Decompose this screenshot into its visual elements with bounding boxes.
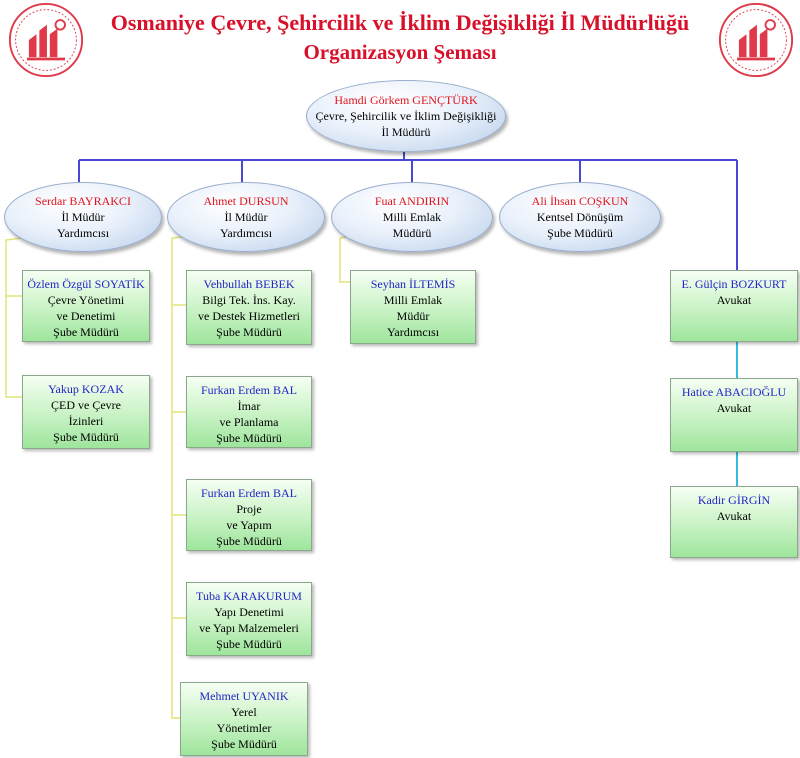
deputy-bayrakci-node: Serdar BAYRAKCI İl Müdür Yardımcısı — [4, 182, 162, 252]
node-name: Ahmet DURSUN — [203, 194, 289, 208]
node-title-line: Müdürü — [392, 226, 432, 240]
unit-name: Tuba KARAKURUM — [196, 589, 302, 603]
unit-title-line: İmar — [237, 399, 261, 413]
unit-cevre-yonetimi: Özlem Özgül SOYATİK Çevre Yönetimi ve De… — [22, 270, 150, 342]
node-title-line: Şube Müdürü — [547, 226, 613, 240]
unit-yapi-denetimi: Tuba KARAKURUM Yapı Denetimi ve Yapı Mal… — [186, 582, 312, 656]
node-title-line: İl Müdür — [224, 210, 268, 224]
unit-name: Mehmet UYANIK — [199, 689, 289, 703]
unit-title-line: ve Yapı Malzemeleri — [199, 621, 299, 635]
unit-title-line: Proje — [236, 502, 262, 516]
unit-milli-emlak-yardimcisi: Seyhan İLTEMİS Milli Emlak Müdür Yardımc… — [350, 270, 476, 344]
director-node: Hamdi Görkem GENÇTÜRK Çevre, Şehircilik … — [306, 80, 506, 152]
ministry-logo-right — [718, 2, 794, 78]
unit-title-line: Şube Müdürü — [216, 325, 282, 339]
unit-title-line: Avukat — [716, 401, 752, 415]
unit-title-line: ve Yapım — [226, 518, 272, 532]
unit-title-line: ÇED ve Çevre — [51, 398, 121, 412]
unit-title-line: Şube Müdürü — [53, 325, 119, 339]
unit-imar-planlama: Furkan Erdem BAL İmar ve Planlama Şube M… — [186, 376, 312, 448]
unit-title-line: Müdür — [396, 309, 430, 323]
page-title: Osmaniye Çevre, Şehircilik ve İklim Deği… — [110, 10, 690, 35]
unit-name: E. Gülçin BOZKURT — [681, 277, 787, 291]
unit-title-line: Yardımcısı — [386, 325, 440, 339]
unit-name: Seyhan İLTEMİS — [370, 277, 456, 291]
unit-name: Vehbullah BEBEK — [203, 277, 295, 291]
unit-name: Furkan Erdem BAL — [201, 383, 297, 397]
unit-proje-yapim: Furkan Erdem BAL Proje ve Yapım Şube Müd… — [186, 479, 312, 551]
unit-title-line: Şube Müdürü — [216, 431, 282, 445]
unit-name: Özlem Özgül SOYATİK — [27, 277, 145, 291]
node-title-line: Kentsel Dönüşüm — [536, 210, 624, 224]
unit-title-line: Çevre Yönetimi — [47, 293, 125, 307]
unit-name: Hatice ABACIOĞLU — [681, 385, 787, 399]
unit-title-line: ve Denetimi — [56, 309, 116, 323]
manager-coskun-node: Ali İhsan COŞKUN Kentsel Dönüşüm Şube Mü… — [499, 182, 661, 252]
director-title-line: Çevre, Şehircilik ve İklim Değişikliği — [315, 109, 497, 123]
unit-ced: Yakup KOZAK ÇED ve Çevre İzinleri Şube M… — [22, 375, 150, 449]
ministry-logo-left — [8, 2, 84, 78]
node-title-line: İl Müdür — [61, 210, 105, 224]
unit-title-line: Yönetimler — [216, 721, 272, 735]
unit-yerel-yonetimler: Mehmet UYANIK Yerel Yönetimler Şube Müdü… — [180, 682, 308, 756]
unit-title-line: Avukat — [716, 293, 752, 307]
lawyer-abacioglu: Hatice ABACIOĞLU Avukat — [670, 378, 798, 452]
unit-title-line: Bilgi Tek. İns. Kay. — [202, 293, 296, 307]
unit-title-line: Avukat — [716, 509, 752, 523]
unit-title-line: ve Planlama — [219, 415, 279, 429]
unit-title-line: Şube Müdürü — [211, 737, 277, 751]
unit-title-line: ve Destek Hizmetleri — [198, 309, 300, 323]
node-title-line: Yardımcısı — [56, 226, 110, 240]
unit-title-line: Şube Müdürü — [53, 430, 119, 444]
deputy-dursun-node: Ahmet DURSUN İl Müdür Yardımcısı — [167, 182, 325, 252]
manager-andirin-node: Fuat ANDIRIN Milli Emlak Müdürü — [331, 182, 493, 252]
lawyer-bozkurt: E. Gülçin BOZKURT Avukat — [670, 270, 798, 342]
unit-title-line: Yapı Denetimi — [214, 605, 284, 619]
unit-name: Kadir GİRGİN — [697, 493, 771, 507]
node-title-line: Yardımcısı — [219, 226, 273, 240]
unit-title-line: Yerel — [231, 705, 257, 719]
unit-title-line: İzinleri — [68, 414, 104, 428]
unit-bilgi-teknolojileri: Vehbullah BEBEK Bilgi Tek. İns. Kay. ve … — [186, 270, 312, 345]
unit-name: Yakup KOZAK — [48, 382, 124, 396]
node-name: Fuat ANDIRIN — [374, 194, 450, 208]
lawyer-girgin: Kadir GİRGİN Avukat — [670, 486, 798, 558]
unit-title-line: Şube Müdürü — [216, 637, 282, 651]
unit-title-line: Şube Müdürü — [216, 534, 282, 548]
node-name: Serdar BAYRAKCI — [35, 194, 131, 208]
director-title-line: İl Müdürü — [381, 125, 431, 139]
unit-name: Furkan Erdem BAL — [201, 486, 297, 500]
director-name: Hamdi Görkem GENÇTÜRK — [334, 93, 478, 107]
node-title-line: Milli Emlak — [382, 210, 442, 224]
page-subtitle: Organizasyon Şeması — [303, 40, 497, 64]
unit-title-line: Milli Emlak — [383, 293, 443, 307]
node-name: Ali İhsan COŞKUN — [531, 194, 629, 208]
main-connectors — [78, 150, 738, 270]
